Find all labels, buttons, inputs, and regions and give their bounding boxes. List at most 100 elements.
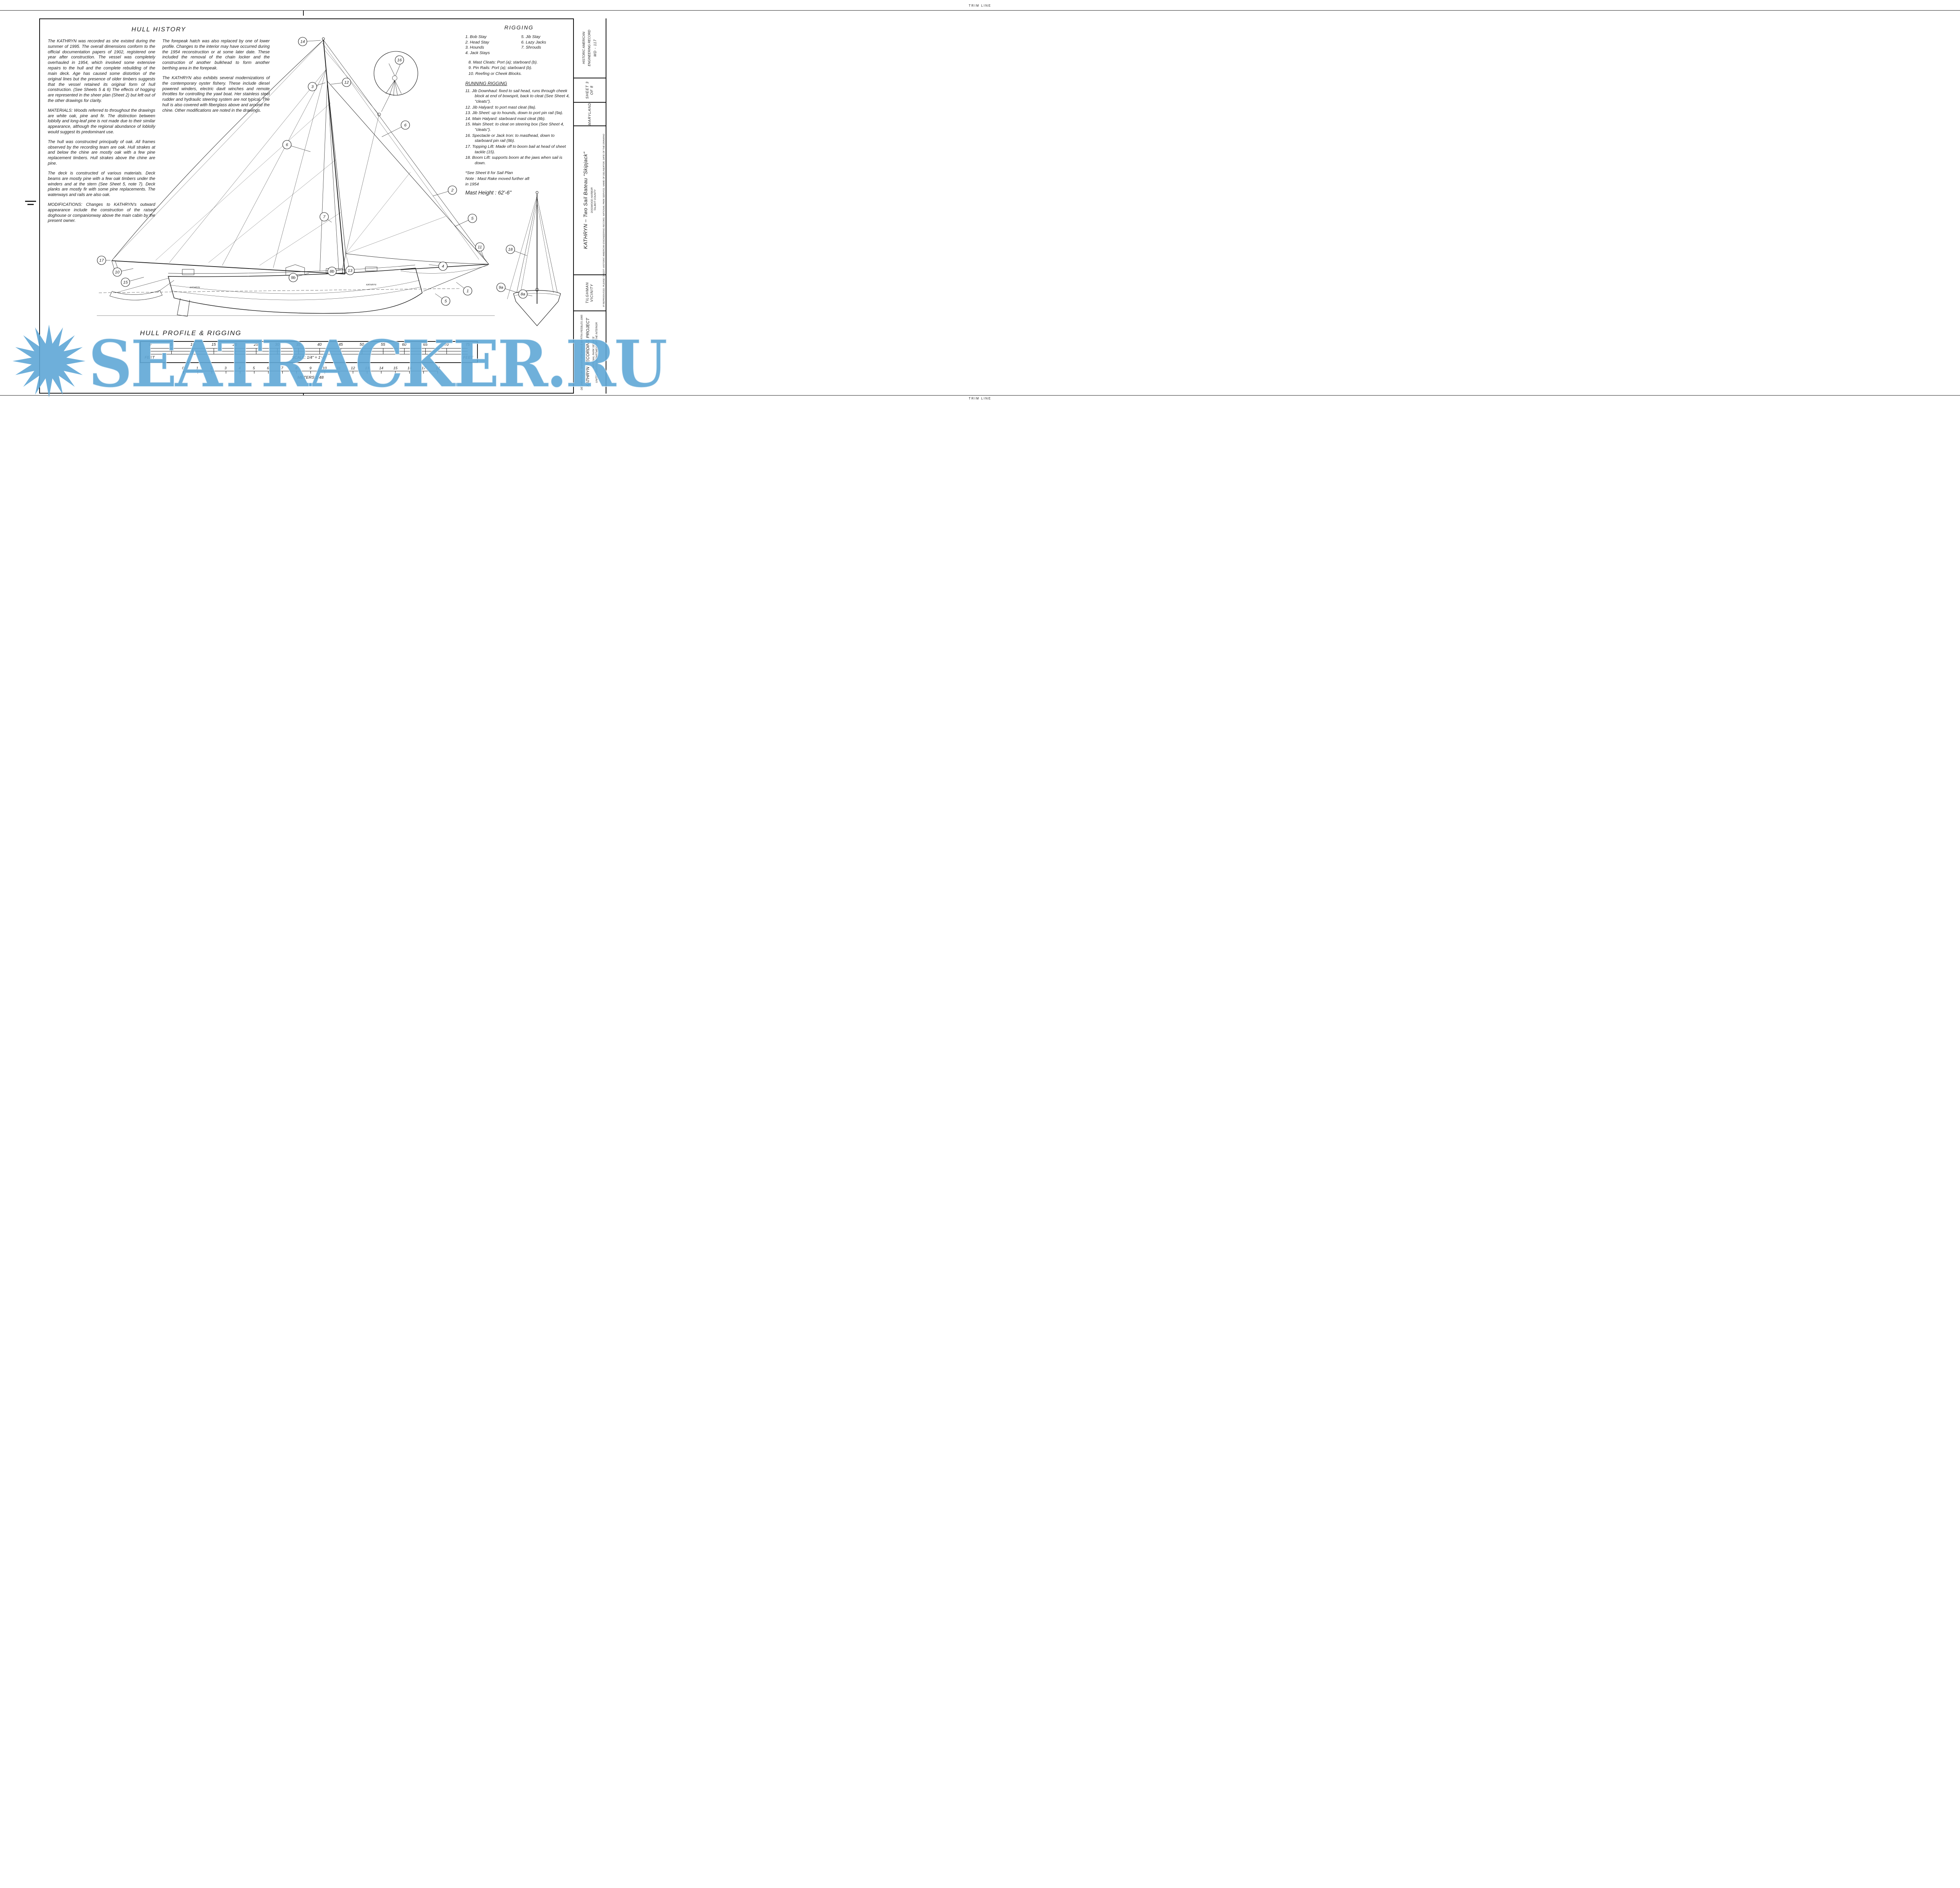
rigging-item: 3. Hounds (465, 45, 484, 50)
stern-view (507, 191, 561, 326)
sheet-main-title: KATHRYN – Two Sail Bateau "Skipjack" (583, 151, 589, 249)
running-rigging-title: RUNNING RIGGING (465, 81, 507, 86)
scale-tick-label: 6 (267, 366, 269, 370)
svg-text:1: 1 (466, 289, 469, 294)
svg-text:13: 13 (348, 269, 352, 273)
meters-label: METERS 1:48 (297, 375, 324, 380)
svg-text:17: 17 (99, 258, 104, 263)
sheet-border: HULL HISTORY The KATHRYN was recorded as… (39, 18, 606, 394)
svg-text:8b: 8b (330, 269, 334, 274)
reproduction-credit: IF REPRODUCED, PLEASE CREDIT: HISTORIC A… (603, 134, 605, 307)
svg-text:11: 11 (478, 245, 482, 250)
record-number: MD - 117 (593, 39, 597, 57)
scale-tick-label: 11 (337, 366, 341, 370)
callout-4: 4 (438, 261, 448, 271)
callout-15: 15 (121, 278, 130, 287)
hull-history-paragraph: The KATHRYN was recorded as she existed … (48, 39, 155, 103)
scale-tick-label: 17 (421, 366, 426, 370)
sheet-location: DOGWOOD HARBOR TALBOT COUNTY (590, 187, 597, 213)
hull-history-paragraph: MODIFICATIONS: Changes to KATHRYN's outw… (48, 202, 155, 223)
project-name: KATHRYN RECORDING PROJECT (585, 318, 590, 387)
feet-unit-right: FEET (463, 356, 473, 360)
scale-tick-label: 15 (393, 366, 397, 370)
callout-11: 11 (475, 242, 485, 252)
scale-tick-label: 10 (190, 343, 195, 347)
hull-history-paragraph: The forepeak hatch was also replaced by … (162, 39, 270, 71)
vicinity-name: TILGHMAN VICINITY (585, 282, 594, 304)
hull-history-paragraph: The deck is constructed of various mater… (48, 171, 155, 198)
record-line-1: HISTORIC AMERICAN (582, 32, 586, 64)
scale-tick-label: 4 (238, 366, 241, 370)
scale-tick-label: 5 (252, 366, 255, 370)
boat-linework (97, 37, 561, 326)
scale-tick-label: 45 (338, 343, 343, 347)
callout-6: 6 (401, 120, 410, 130)
rigging-item: 13. Jib Sheet: up to hounds, down to por… (465, 111, 563, 116)
callout-9a: 9a (496, 283, 506, 292)
scale-tick-label: 35 (296, 343, 301, 347)
callout-13: 13 (345, 266, 355, 275)
hull-history-column-1: The KATHRYN was recorded as she existed … (48, 39, 155, 228)
trim-rule-bottom (0, 395, 1960, 396)
rigging-item: 8. Mast Cleats: Port (a); starboard (b). (468, 60, 538, 65)
hull-history-paragraph: MATERIALS: Woods referred to throughout … (48, 108, 155, 134)
callout-10: 10 (113, 267, 122, 277)
hull-history-paragraph: The KATHRYN also exhibits several modern… (162, 75, 270, 113)
svg-text:16: 16 (397, 58, 402, 63)
scale-tick-label: 12 (351, 366, 355, 370)
svg-text:3: 3 (311, 85, 314, 89)
rigging-item: 12. Jib Halyard: to port mast cleat (8a)… (465, 105, 536, 110)
svg-text:4: 4 (442, 264, 444, 269)
agency-name: NATIONAL PARK SERVICE UNITED STATES DEPA… (592, 322, 599, 383)
callout-18: 18 (506, 245, 515, 254)
scale-label: SCALE: 1/4" = 1'-0" (292, 356, 326, 360)
hull-history-paragraph: The hull was constructed principally of … (48, 139, 155, 166)
callout-14: 14 (298, 37, 307, 46)
callout-5: 5 (468, 214, 477, 223)
svg-text:12: 12 (344, 80, 349, 85)
scale-tick-label: 50 (359, 343, 364, 347)
svg-text:8a: 8a (521, 292, 525, 297)
scale-tick-label: 60 (402, 343, 407, 347)
rigging-item: 7. Shrouds (521, 45, 541, 50)
rigging-item: 11. Jib Downhaul: fixed to sail head, ru… (465, 88, 570, 104)
svg-text:5: 5 (471, 216, 474, 221)
rigging-title: RIGGING (504, 24, 534, 31)
scale-tick-label: 55 (381, 343, 385, 347)
svg-text:5: 5 (445, 299, 447, 304)
svg-text:15: 15 (123, 280, 128, 285)
scale-tick-label: 18 (436, 366, 440, 370)
svg-text:9b: 9b (291, 276, 296, 280)
callout-5: 5 (441, 296, 450, 306)
callout-17: 17 (97, 256, 106, 265)
drawing-caption: HULL PROFILE & RIGGING (140, 329, 242, 337)
sail-plan-footnote: *See Sheet 8 for Sail Plan (465, 170, 513, 175)
rigging-item (521, 51, 573, 56)
title-block: HISTORIC AMERICAN ENGINEERING RECORD MD … (573, 18, 606, 394)
scale-tick-label: 20 (232, 343, 237, 347)
scale-tick-label: 70 (444, 343, 449, 347)
scale-tick-label: 0 (149, 343, 151, 347)
rigging-item: 14. Main Halyard: starboard mast cleat (… (465, 116, 546, 121)
rigging-item: 9. Pin Rails: Port (a); starboard (b). (468, 65, 532, 71)
record-line-2: ENGINEERING RECORD (587, 30, 591, 66)
trim-line-label-top: TRIM LINE (969, 4, 991, 7)
feet-bar-labels: FEET SCALE: 1/4" = 1'-0" FEET (141, 354, 477, 360)
scale-tick-label: 10 (322, 366, 327, 370)
state-name: MARYLAND (587, 103, 592, 125)
meters-ruler (183, 371, 438, 374)
mast-height-note: Mast Height : 62'-6" (465, 189, 512, 196)
rigging-item: 1. Bob Stay (465, 34, 487, 40)
scale-tick-label: 16 (407, 366, 412, 370)
title-block-vicinity: TILGHMAN VICINITY (574, 275, 606, 311)
hull-history-columns: The KATHRYN was recorded as she existed … (48, 39, 270, 228)
trim-line-label-bottom: TRIM LINE (969, 397, 991, 400)
scale-tick-label: 15 (211, 343, 216, 347)
